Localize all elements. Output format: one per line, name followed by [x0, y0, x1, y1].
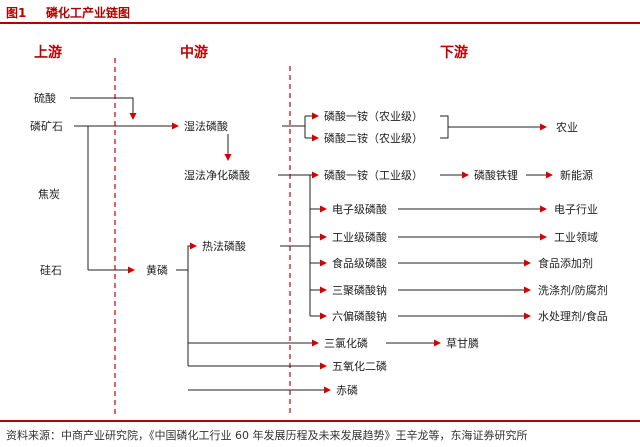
footer-rule — [0, 420, 640, 422]
node-industrial-field: 工业领域 — [554, 231, 598, 244]
node-glyphosate: 草甘膦 — [446, 337, 479, 350]
node-yellow-phosphorus: 黄磷 — [146, 263, 168, 277]
stage-upstream: 上游 — [34, 45, 62, 61]
node-coke: 焦炭 — [38, 188, 60, 201]
node-map-agri: 磷酸一铵（农业级） — [324, 109, 423, 123]
node-agriculture: 农业 — [556, 120, 578, 134]
node-detergent: 洗涤剂/防腐剂 — [538, 283, 608, 297]
connector-agri-brace — [440, 115, 449, 139]
node-red-phosphorus: 赤磷 — [336, 384, 358, 397]
connector-yellow-p-to-thermal — [176, 242, 197, 271]
node-water-treatment: 水处理剂/食品 — [538, 309, 608, 323]
figure-header: 图1 磷化工产业链图 — [0, 0, 640, 24]
node-electronics: 电子行业 — [554, 203, 598, 216]
node-food-pa: 食品级磷酸 — [332, 256, 387, 270]
node-sulfuric-acid: 硫酸 — [34, 91, 56, 105]
node-phosphate-rock: 磷矿石 — [30, 120, 63, 133]
node-shmp: 六偏磷酸钠 — [332, 309, 387, 323]
node-p2o5: 五氧化二磷 — [332, 359, 387, 373]
connector-sulfuric-acid — [70, 97, 137, 120]
node-thermal-phosphoric-acid: 热法磷酸 — [202, 239, 246, 253]
stage-midstream: 中游 — [180, 45, 208, 61]
node-wet-phosphoric-acid: 湿法磷酸 — [184, 119, 228, 133]
stage-downstream: 下游 — [440, 45, 468, 61]
figure-source: 资料来源：中商产业研究院，《中国磷化工行业 60 年发展历程及未来发展趋势》王辛… — [6, 429, 528, 442]
industry-chain-diagram: 硫酸 磷矿石 焦炭 硅石 湿法磷酸 湿法净化磷酸 热法磷酸 黄磷 磷酸一铵（农业… — [30, 58, 608, 416]
node-map-industrial: 磷酸一铵（工业级） — [324, 168, 423, 182]
node-stpp: 三聚磷酸钠 — [332, 283, 387, 297]
node-silica: 硅石 — [40, 264, 62, 277]
node-wet-purified-phosphoric-acid: 湿法净化磷酸 — [184, 168, 250, 182]
header-rule — [0, 22, 640, 24]
node-dap-agri: 磷酸二铵（农业级） — [324, 131, 423, 145]
node-lfp: 磷酸铁锂 — [474, 168, 518, 182]
node-industrial-pa: 工业级磷酸 — [332, 230, 387, 244]
node-food-additive: 食品添加剂 — [538, 256, 593, 270]
figure-number: 图1 — [6, 6, 27, 20]
node-electronic-pa: 电子级磷酸 — [332, 202, 387, 216]
node-new-energy: 新能源 — [560, 168, 593, 182]
figure-title: 磷化工产业链图 — [46, 6, 131, 20]
node-pcl3: 三氯化磷 — [324, 336, 368, 350]
